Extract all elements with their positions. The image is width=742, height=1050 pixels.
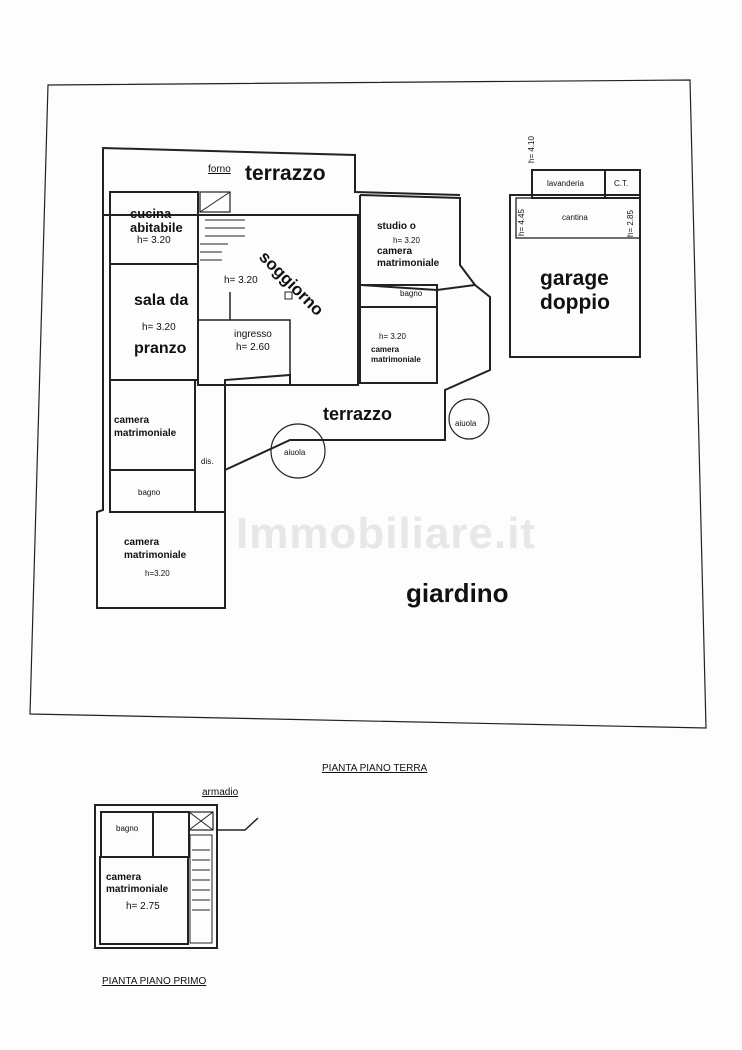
wall-soggiorno: [197, 214, 359, 386]
height-studio: h= 3.20: [393, 236, 420, 245]
stairs: [200, 219, 245, 261]
room-label-bagno-r: bagno: [400, 289, 423, 298]
wall: [217, 817, 259, 831]
wall-first-floor: [94, 804, 218, 949]
watermark: Immobiliare.it: [236, 509, 537, 558]
room-label-cucina: cucina: [130, 206, 172, 221]
wall-lavanderia: [531, 169, 641, 199]
room-label-lavanderia: lavanderia: [547, 179, 584, 188]
room-label-camera-b-2: matrimoniale: [124, 550, 187, 561]
height-410: h= 4.10: [527, 136, 536, 163]
label-aiuola-1: aiuola: [455, 419, 477, 428]
room-label-camera-l: camera: [114, 415, 150, 426]
room-label-cantina: cantina: [562, 213, 588, 222]
height-ingresso: h= 2.60: [236, 342, 270, 353]
wall-bagno-ff: [100, 811, 154, 858]
armadio-box: [188, 811, 214, 831]
wall-closet: [152, 811, 190, 858]
room-label-studio: studio o: [377, 221, 416, 232]
room-label-garage: garage: [540, 267, 609, 290]
wall-garage: [509, 194, 641, 358]
room-label-bagno-ff: bagno: [116, 824, 139, 833]
wall-ingresso: [198, 292, 291, 375]
room-label-ingresso: ingresso: [234, 329, 272, 340]
height-445: h= 4.45: [517, 209, 526, 236]
forno-diagonal: [199, 191, 231, 213]
room-label-camera-ff: camera: [106, 872, 142, 883]
room-label-camera-l-2: matrimoniale: [114, 428, 177, 439]
height-camera-r: h= 3.20: [379, 332, 406, 341]
room-label-terrazzo-2: terrazzo: [323, 404, 393, 424]
armadio-cross: [188, 811, 214, 831]
room-label-camera-r-2: matrimoniale: [371, 355, 421, 364]
room-label-studio-3: matrimoniale: [377, 258, 440, 269]
wall-terrace: [224, 284, 491, 471]
wall-camera-r: [359, 306, 438, 384]
label-aiuola-2: aiuola: [284, 448, 306, 457]
wall: [102, 146, 461, 215]
height-sala: h= 3.20: [142, 322, 176, 333]
wall-camera-ff: [99, 856, 189, 945]
stairs-ff: [189, 834, 213, 944]
height-soggiorno: h= 3.20: [224, 275, 258, 286]
room-label-camera-r: camera: [371, 345, 400, 354]
aiuola-circle: [270, 423, 326, 479]
room-label-sala: sala da: [134, 292, 189, 309]
site-border: [29, 79, 707, 729]
height-285: h= 2.85: [626, 210, 635, 237]
room-label-camera-ff-2: matrimoniale: [106, 884, 169, 895]
wall-bagno-l: [109, 469, 196, 513]
aiuola-circle: [448, 398, 490, 440]
height-cucina: h= 3.20: [137, 235, 171, 246]
room-label-garage-2: doppio: [540, 291, 610, 314]
title-ground-floor: PIANTA PIANO TERRA: [322, 763, 428, 774]
room-label-pranzo: pranzo: [134, 340, 187, 357]
room-label-camera-b: camera: [124, 537, 160, 548]
title-first-floor: PIANTA PIANO PRIMO: [102, 976, 207, 987]
label-forno: forno: [208, 164, 231, 175]
room-label-bagno-l: bagno: [138, 488, 161, 497]
room-label-ct: C.T.: [614, 179, 629, 188]
forno-box: [199, 191, 231, 213]
height-camera-ff: h= 2.75: [126, 901, 160, 912]
room-label-dis: dis.: [201, 457, 214, 466]
height-camera-b: h=3.20: [145, 569, 170, 578]
label-armadio: armadio: [202, 787, 239, 798]
room-label-cucina-2: abitabile: [130, 220, 183, 235]
room-label-studio-2: camera: [377, 246, 413, 257]
pillar: [284, 291, 293, 300]
label-giardino: giardino: [406, 578, 509, 608]
room-label-terrazzo: terrazzo: [245, 162, 326, 185]
